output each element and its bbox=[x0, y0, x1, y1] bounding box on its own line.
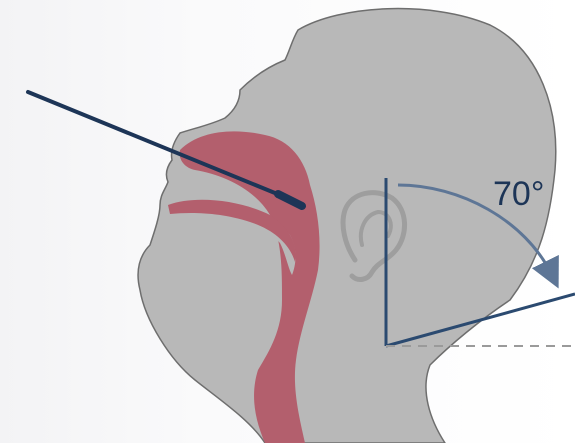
angle-label: 70° bbox=[493, 175, 544, 213]
head-silhouette bbox=[138, 9, 556, 443]
